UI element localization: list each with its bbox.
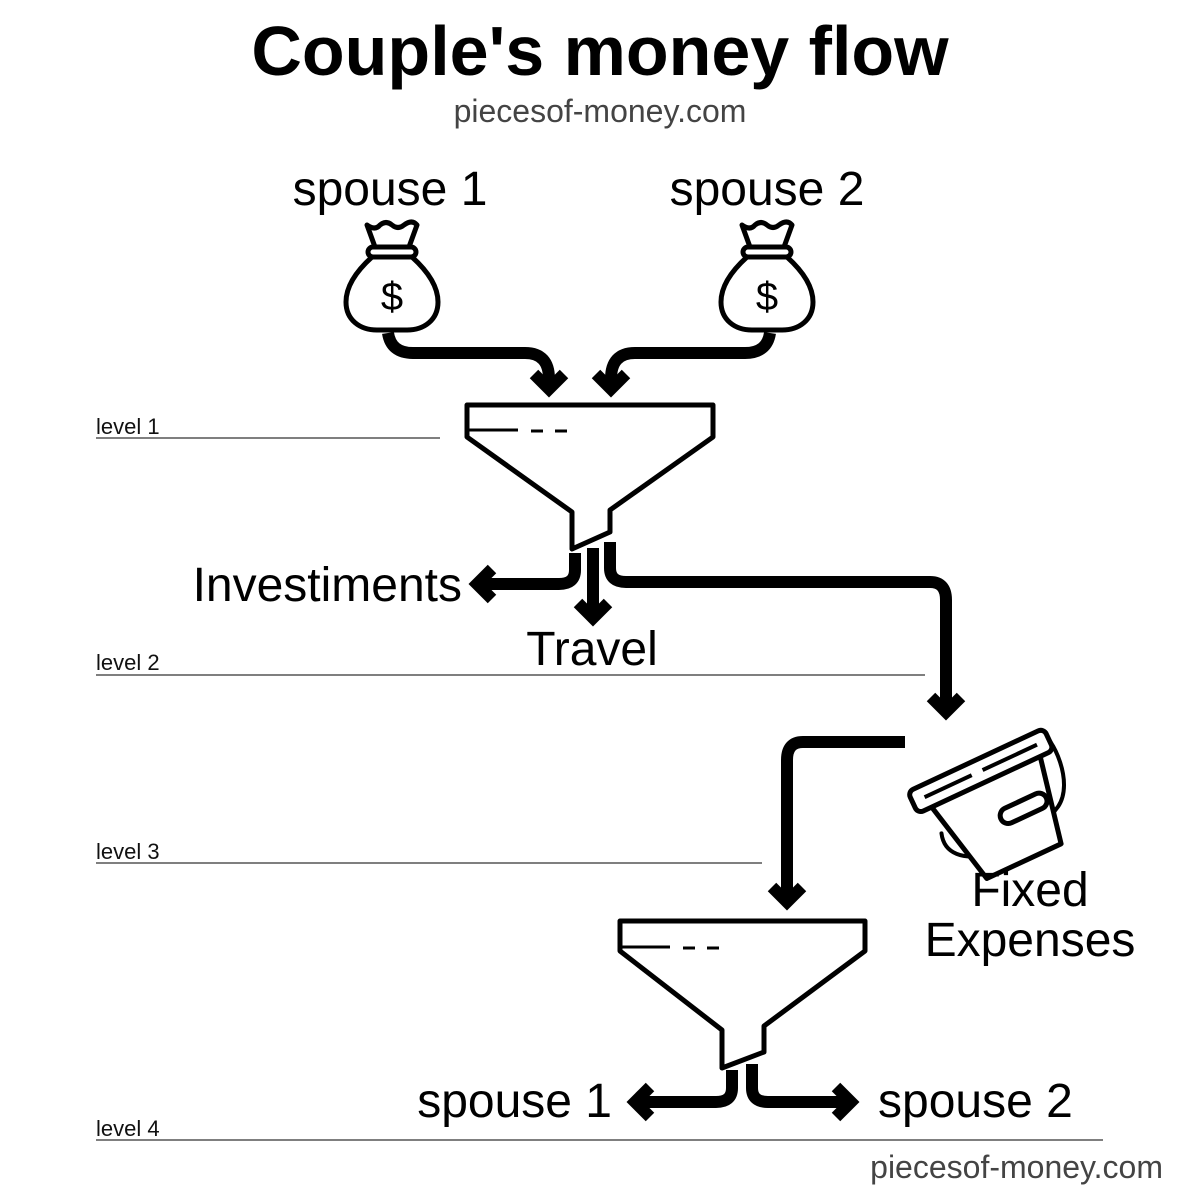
flow-arrow-final-spouse-1 — [636, 1070, 738, 1108]
source-label-spouse-2: spouse 2 — [670, 163, 865, 216]
source-label-spouse-1: spouse 1 — [293, 163, 488, 216]
fixed-expenses-label-line-2: Expenses — [925, 914, 1136, 967]
level-3-label: level 3 — [96, 839, 160, 864]
final-label-spouse-1: spouse 1 — [417, 1075, 612, 1128]
money-bag-icon: $ — [718, 219, 816, 333]
final-label-spouse-2: spouse 2 — [878, 1075, 1073, 1128]
flow-arrow-final-spouse-2 — [746, 1064, 850, 1108]
arrow-head — [626, 1082, 655, 1122]
footer-credit: piecesof-money.com — [870, 1149, 1163, 1185]
flow-arrow-fixed-expenses — [604, 542, 952, 712]
level-2-label: level 2 — [96, 650, 160, 675]
diagram-title: Couple's money flow — [251, 12, 949, 90]
arrow-head — [591, 369, 631, 398]
fixed-expenses-label-line-1: Fixed — [971, 864, 1088, 917]
arrow-head — [468, 564, 497, 604]
money-bag-icon: $ — [343, 219, 441, 333]
travel-label: Travel — [526, 623, 658, 676]
level-1-label: level 1 — [96, 414, 160, 439]
dollar-sign: $ — [381, 275, 403, 319]
level-4-label: level 4 — [96, 1116, 160, 1141]
investments-label: Investiments — [193, 559, 462, 612]
arrow-head — [573, 598, 613, 627]
bucket-icon — [907, 727, 1066, 881]
flow-arrow-to-funnel-2 — [781, 736, 905, 902]
flow-arrow-investments — [478, 553, 581, 590]
flow-arrow-spouse-1 — [382, 331, 555, 388]
dollar-sign: $ — [756, 275, 778, 319]
funnel-icon — [464, 402, 716, 552]
arrow-head — [831, 1082, 860, 1122]
flow-arrow-spouse-2 — [605, 331, 776, 388]
subtitle: piecesof-money.com — [454, 93, 747, 129]
arrow-head — [767, 882, 807, 911]
arrow-head — [926, 692, 966, 721]
funnel-icon — [617, 918, 868, 1071]
arrow-head — [529, 369, 569, 398]
